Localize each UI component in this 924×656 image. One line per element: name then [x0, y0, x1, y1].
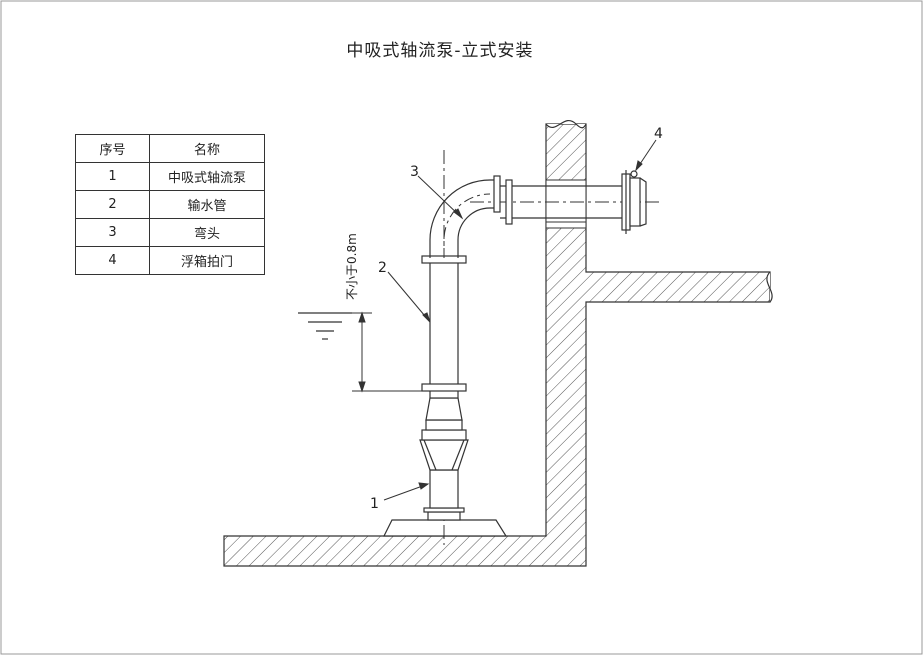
callout-2: 2 — [378, 260, 387, 276]
slab-break-line — [766, 271, 773, 303]
discharge-pipe-vertical — [421, 255, 467, 399]
legend-row-name: 输水管 — [149, 190, 265, 219]
callout-4: 4 — [654, 126, 663, 142]
legend-row-no: 3 — [75, 218, 150, 247]
flap-gate — [621, 170, 647, 234]
submergence-dimension — [352, 311, 430, 393]
legend-row-no: 2 — [75, 190, 150, 219]
wall-break-line — [545, 120, 587, 129]
legend-header-row: 序号 名称 — [75, 134, 265, 163]
water-level-symbol — [298, 312, 352, 340]
wall-pipe-opening — [545, 179, 587, 229]
legend-row: 4 浮箱拍门 — [75, 246, 265, 275]
legend-row-name: 弯头 — [149, 218, 265, 247]
parts-legend-table: 序号 名称 1 中吸式轴流泵 2 输水管 3 弯头 4 浮箱拍门 — [75, 134, 265, 275]
callout-leaders — [383, 139, 657, 501]
legend-row-name: 中吸式轴流泵 — [149, 162, 265, 191]
legend-row: 1 中吸式轴流泵 — [75, 162, 265, 191]
elbow — [429, 175, 501, 258]
drawing-title: 中吸式轴流泵-立式安装 — [346, 41, 534, 61]
pump-base — [383, 519, 508, 537]
legend-header-no: 序号 — [75, 134, 150, 163]
callout-3: 3 — [410, 164, 419, 180]
discharge-pipe-horizontal — [500, 179, 624, 225]
legend-row: 2 输水管 — [75, 190, 265, 219]
axial-pump-body — [419, 397, 469, 521]
legend-row-no: 4 — [75, 246, 150, 275]
legend-row: 3 弯头 — [75, 218, 265, 247]
legend-row-name: 浮箱拍门 — [149, 246, 265, 275]
legend-header-name: 名称 — [149, 134, 265, 163]
legend-row-no: 1 — [75, 162, 150, 191]
callout-1: 1 — [370, 496, 379, 512]
dimension-label: 不小于0.8m — [345, 233, 359, 300]
